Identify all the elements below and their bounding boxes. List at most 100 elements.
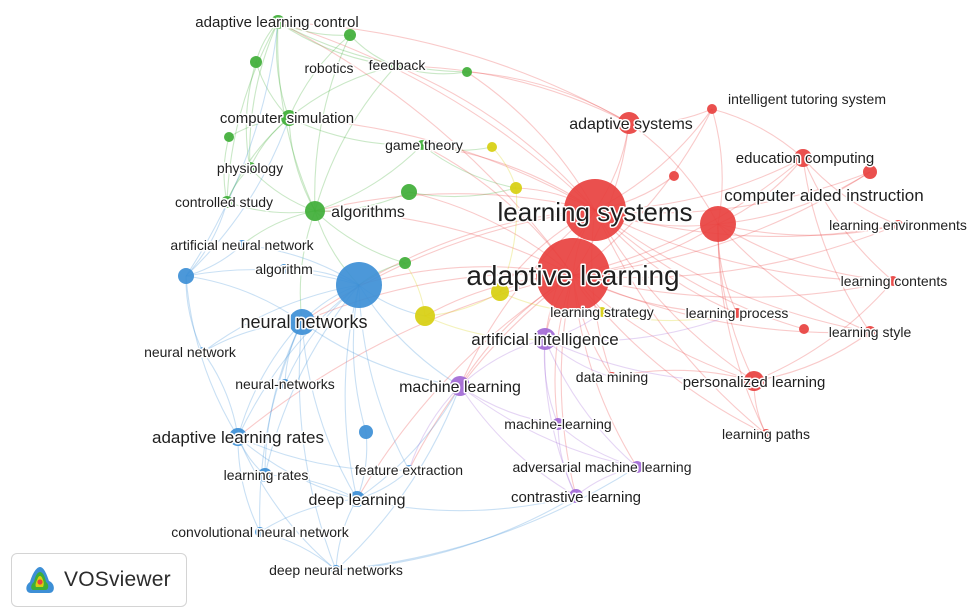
link-deep-neural-networks--adversarial-machine-learning (335, 466, 638, 571)
node-deep-neural-networks[interactable] (331, 565, 341, 575)
node-feedback[interactable] (391, 61, 401, 71)
node-adaptive-systems[interactable] (618, 112, 640, 134)
label-learning-contents: learning contents (841, 273, 948, 289)
link-education-computing--learning-environments (802, 157, 899, 226)
node-convolutional-neural-network[interactable] (255, 527, 265, 537)
label-artificial-neural-network: artificial neural network (170, 237, 314, 253)
link-feedback--computer-simulation (288, 65, 397, 119)
node-neural-networks[interactable] (289, 309, 315, 335)
link-artificial-intelligence--personalized-learning (544, 338, 755, 382)
label-machine-learning: machine learning (399, 379, 521, 396)
node-physiology[interactable] (244, 162, 256, 174)
link-machine-learning--machine-learning-hyphen (459, 385, 559, 425)
link-neural-networks--learning-rates (264, 321, 303, 476)
node-red-c[interactable] (799, 324, 809, 334)
node-personalized-learning[interactable] (744, 371, 764, 391)
node-blue-hub[interactable] (336, 262, 382, 308)
node-adversarial-machine-learning[interactable] (631, 461, 643, 473)
node-green-e[interactable] (399, 257, 411, 269)
node-learning-rates[interactable] (258, 468, 272, 482)
node-computer-simulation[interactable] (281, 110, 297, 126)
link-adaptive-systems--adaptive-learning-control (277, 21, 630, 124)
label-neural-networks-hyphen: neural-networks (235, 376, 335, 392)
label-controlled-study: controlled study (175, 194, 273, 210)
node-learning-paths[interactable] (761, 429, 771, 439)
node-yellow-c[interactable] (510, 182, 522, 194)
node-game-theory[interactable] (417, 140, 427, 150)
node-learning-environments[interactable] (893, 220, 903, 230)
link-computer-aided-instruction--learning-environments (717, 223, 899, 236)
link-blue-hub--deep-learning (344, 284, 360, 500)
node-controlled-study[interactable] (221, 196, 233, 208)
link-adaptive-learning-rates--deep-learning (237, 436, 358, 500)
label-feedback: feedback (369, 57, 427, 73)
link-blue-a--controlled-study (185, 201, 228, 277)
node-feature-extraction[interactable] (404, 465, 414, 475)
node-green-c[interactable] (224, 132, 234, 142)
node-contrastive-learning[interactable] (569, 489, 583, 503)
label-algorithm: algorithm (255, 261, 313, 277)
node-adaptive-learning-control[interactable] (271, 15, 285, 29)
node-machine-learning[interactable] (450, 376, 470, 396)
node-learning-style[interactable] (864, 326, 876, 338)
link-computer-aided-instruction--learning-style (717, 223, 871, 333)
node-blue-b[interactable] (359, 425, 373, 439)
node-deep-learning[interactable] (349, 491, 365, 507)
label-data-mining: data mining (576, 369, 648, 385)
node-adaptive-learning[interactable] (536, 238, 610, 312)
link-adaptive-learning--adaptive-learning-control (277, 21, 574, 276)
node-neural-networks-hyphen[interactable] (280, 379, 290, 389)
node-learning-contents[interactable] (888, 276, 898, 286)
link-neural-networks--deep-neural-networks (298, 321, 337, 571)
link-adaptive-learning--learning-contents (572, 274, 894, 298)
node-computer-aided-instruction[interactable] (700, 206, 736, 242)
link-adaptive-learning-control--green-b (277, 21, 468, 73)
node-adaptive-learning-rates[interactable] (229, 428, 247, 446)
link-robotics--computer-simulation (288, 34, 351, 119)
label-adaptive-systems: adaptive systems (569, 116, 693, 133)
node-robotics[interactable] (344, 29, 356, 41)
node-artificial-intelligence[interactable] (534, 328, 556, 350)
node-blue-a[interactable] (178, 268, 194, 284)
node-algorithm[interactable] (279, 264, 289, 274)
link-robotics--algorithms (314, 34, 351, 212)
label-robotics: robotics (304, 60, 353, 76)
node-data-mining[interactable] (607, 372, 617, 382)
node-neural-network[interactable] (198, 347, 208, 357)
label-computer-aided-instruction: computer aided instruction (724, 186, 923, 205)
node-machine-learning-hyphen[interactable] (552, 418, 564, 430)
link-blue-hub--feature-extraction (358, 284, 410, 471)
node-algorithms[interactable] (305, 201, 325, 221)
link-learning-systems--red-a (594, 171, 871, 214)
node-green-d[interactable] (401, 184, 417, 200)
link-learning-systems--algorithms (314, 193, 596, 212)
node-green-b[interactable] (462, 67, 472, 77)
link-blue-a--adaptive-learning-rates (185, 275, 239, 438)
node-yellow-a[interactable] (415, 306, 435, 326)
link-machine-learning--contrastive-learning (459, 385, 577, 497)
link-yellow-a--yellow-b (424, 291, 501, 317)
node-artificial-neural-network[interactable] (237, 240, 247, 250)
label-learning-systems: learning systems (497, 197, 692, 227)
link-adaptive-learning-control--computer-simulation (275, 21, 290, 119)
label-physiology: physiology (217, 160, 283, 176)
label-personalized-learning: personalized learning (683, 374, 826, 391)
node-learning-systems[interactable] (564, 179, 626, 241)
node-red-a[interactable] (863, 165, 877, 179)
node-yellow-b[interactable] (491, 283, 509, 301)
link-personalized-learning--learning-contents (753, 280, 894, 382)
node-yellow-d[interactable] (487, 142, 497, 152)
label-deep-learning: deep learning (309, 492, 406, 509)
node-education-computing[interactable] (794, 149, 812, 167)
node-red-b[interactable] (669, 171, 679, 181)
link-neural-networks--convolutional-neural-network (259, 321, 303, 533)
node-learning-process[interactable] (732, 308, 742, 318)
link-deep-learning--learning-rates (264, 474, 358, 500)
node-green-a[interactable] (250, 56, 262, 68)
link-computer-simulation--game-theory (288, 117, 423, 146)
link-learning-systems--adaptive-learning-control (277, 21, 596, 211)
vosviewer-logo-icon (26, 567, 54, 593)
node-learning-strategy[interactable] (597, 307, 607, 317)
node-intelligent-tutoring-system[interactable] (707, 104, 717, 114)
